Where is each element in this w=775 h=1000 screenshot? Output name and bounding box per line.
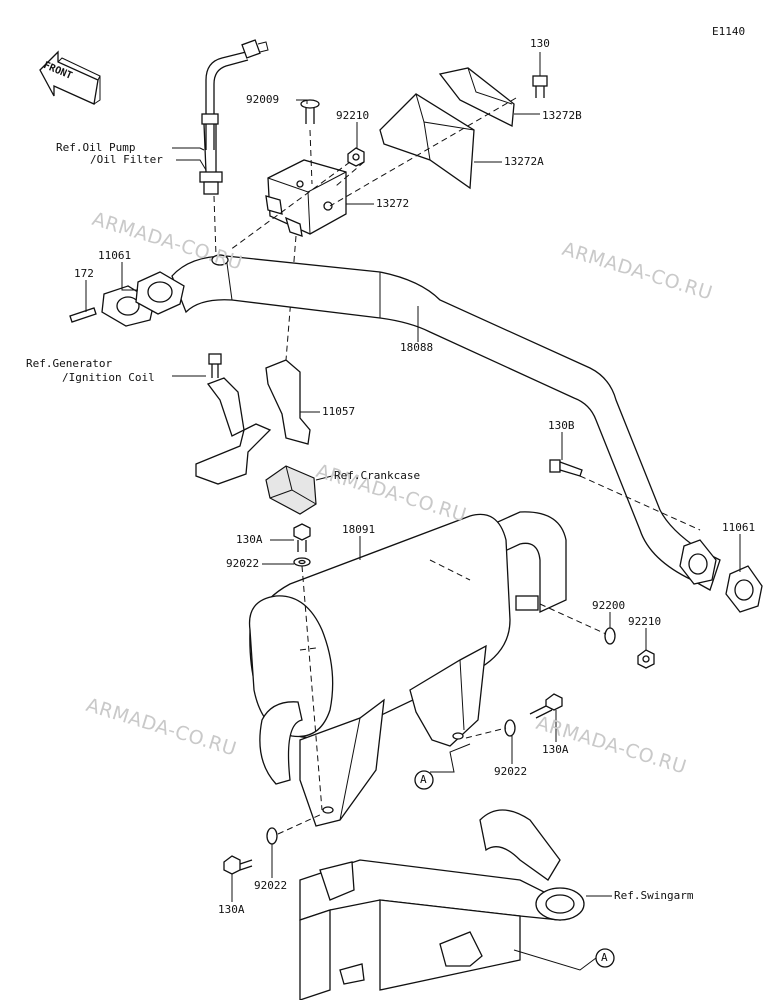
callout-11057: 11057 [322,405,356,418]
washer-92200-part [604,627,616,645]
marker-a-2: A [601,951,608,964]
nut-92210-right-part [637,649,655,669]
diagram-code: E1140 [712,25,746,38]
crankcase-ref-part [265,465,317,515]
callout-130A-top: 130A [236,533,263,546]
ref-swingarm: Ref.Swingarm [614,889,694,902]
bracket-13272-part [265,159,347,237]
callout-92210-right: 92210 [628,615,662,628]
callout-130-top: 130 [530,37,550,50]
callout-18088: 18088 [400,341,434,354]
washer-92022-bottom-part [266,827,278,845]
stud-172-part [69,307,97,323]
ref-crankcase: Ref.Crankcase [334,469,421,482]
callout-130A-bottom: 130A [218,903,245,916]
callout-172: 172 [74,267,94,280]
heat-shield-13272B-part [438,67,515,128]
ref-generator-line1: Ref.Generator [26,357,113,370]
callout-92022-top: 92022 [226,557,260,570]
washer-92022-top-part [293,557,311,567]
callout-18091: 18091 [342,523,376,536]
bracket-11057-part [195,353,311,485]
gasket-11061-right-part [679,539,763,613]
exhaust-pipe-18088-part [171,254,721,591]
swingarm-frame-part [299,809,585,1000]
callout-92009: 92009 [246,93,280,106]
callout-92022-right: 92022 [494,765,528,778]
ref-oil-pump-line2: /Oil Filter [90,153,163,166]
heat-shield-13272A-part [379,93,475,190]
callout-13272: 13272 [376,197,410,210]
callout-13272A: 13272A [504,155,544,168]
bolt-130A-top-part [293,523,311,552]
front-arrow-icon [39,50,101,105]
callout-130B: 130B [548,419,575,432]
marker-a-circle-2 [595,948,615,968]
callout-11061-right: 11061 [722,521,756,534]
muffler-18091-part [248,511,567,827]
callout-92200: 92200 [592,599,626,612]
marker-a-1: A [420,773,427,786]
ref-oil-pump-line1: Ref.Oil Pump [56,141,136,154]
bolt-92009-part [300,99,320,124]
bolt-130A-bottom-part [223,855,253,875]
callout-11061-left: 11061 [98,249,132,262]
leader-lines [85,52,741,971]
oil-pipe-part [199,39,269,257]
callout-92022-bottom: 92022 [254,879,288,892]
washer-92022-right-part [504,719,516,737]
callout-13272B: 13272B [542,109,582,122]
bolt-130-part [532,75,548,98]
callout-92210-top: 92210 [336,109,370,122]
marker-a-circle-1 [414,770,434,790]
nut-92210-part [347,147,365,167]
bolt-130A-right-part [529,693,563,719]
gasket-11061-left-part [101,271,185,327]
callout-130A-right: 130A [542,743,569,756]
bolt-130B-part [549,459,583,477]
ref-generator-line2: /Ignition Coil [62,371,155,384]
